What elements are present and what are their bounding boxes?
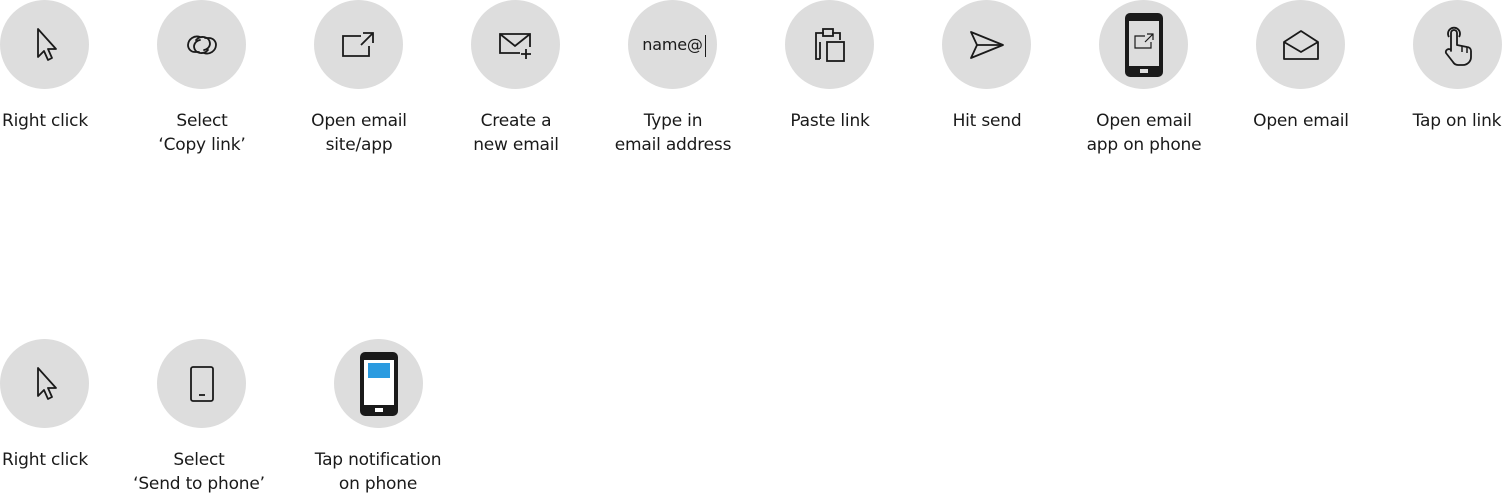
- step-icon-circle: [471, 0, 560, 89]
- step-icon-circle: [334, 339, 423, 428]
- step-icon-circle: [942, 0, 1031, 89]
- step-label: Right click: [2, 450, 88, 470]
- step-icon-circle: [314, 0, 403, 89]
- link-icon: [186, 35, 217, 54]
- step-icon-circle: name@: [628, 0, 717, 89]
- step-label: Tap notification on phone: [314, 450, 442, 494]
- phone-open-app-icon: [1124, 12, 1163, 77]
- cursor-icon: [36, 27, 57, 61]
- step-icon-circle: [1256, 0, 1345, 89]
- phone-notification-icon: [359, 351, 398, 416]
- clipboard-icon: [814, 27, 845, 62]
- step-icon-circle: [1099, 0, 1188, 89]
- step-label: Select ‘Copy link’: [158, 111, 246, 155]
- step-label: Open email: [1253, 111, 1349, 131]
- step-label: Type in email address: [614, 111, 732, 155]
- send-icon: [969, 30, 1004, 59]
- step-label: Paste link: [790, 111, 870, 131]
- email-text-input: name@: [642, 35, 707, 57]
- step-icon-circle: [0, 339, 89, 428]
- notification-banner: [367, 362, 390, 378]
- step-label: Open email site/app: [311, 111, 407, 155]
- step-label: Open email app on phone: [1086, 111, 1202, 155]
- step-icon-circle: [785, 0, 874, 89]
- step-label: Create a new email: [473, 111, 559, 155]
- step-icon-circle: [1413, 0, 1502, 89]
- step-label: Select ‘Send to phone’: [133, 450, 265, 494]
- cursor-icon: [36, 366, 57, 400]
- step-icon-circle: [157, 0, 246, 89]
- new-mail-icon: [498, 32, 531, 59]
- phone-outline-icon: [189, 365, 214, 402]
- step-label: Tap on link: [1412, 111, 1502, 131]
- open-external-icon: [341, 31, 374, 57]
- step-icon-circle: [157, 339, 246, 428]
- step-icon-circle: [0, 0, 89, 89]
- tap-hand-icon: [1444, 26, 1472, 66]
- step-label: Hit send: [952, 111, 1022, 131]
- step-label: Right click: [2, 111, 88, 131]
- open-envelope-icon: [1282, 29, 1319, 60]
